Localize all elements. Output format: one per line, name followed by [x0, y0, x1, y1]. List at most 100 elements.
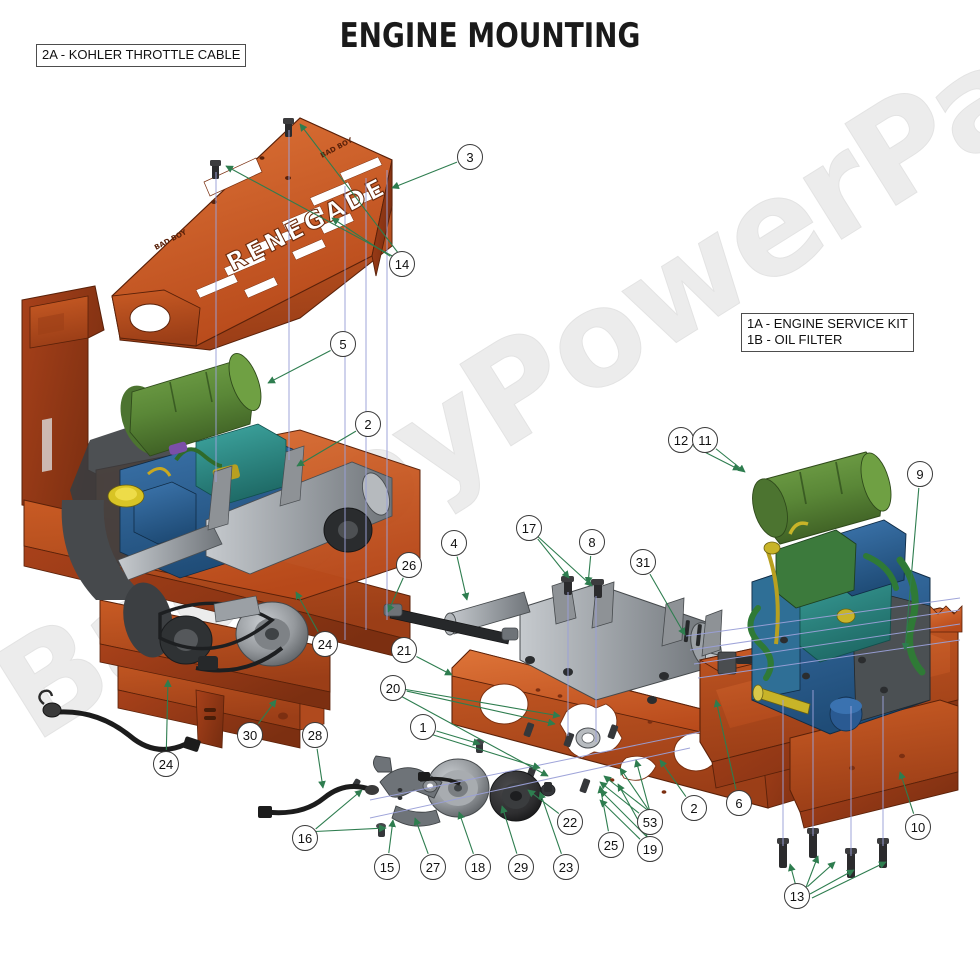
engine-shield-renegade: RENEGADE BAD BOY BAD BOY — [111, 117, 393, 351]
leader-line-13 — [807, 861, 836, 888]
leader-line-21 — [416, 655, 453, 676]
note-box-engine-service-kit: 1A - ENGINE SERVICE KIT 1B - OIL FILTER — [741, 313, 914, 352]
callout-12[interactable]: 12 — [668, 427, 694, 453]
leader-line-30 — [257, 699, 277, 725]
leader-line-27 — [413, 817, 429, 855]
callout-24[interactable]: 24 — [153, 751, 179, 777]
left-belt-pulley-assembly — [123, 507, 373, 673]
callout-label: 28 — [307, 727, 323, 743]
right-engine — [717, 451, 931, 735]
air-filter-canister-left — [120, 353, 262, 457]
callout-label: 26 — [401, 557, 417, 573]
callout-label: 23 — [558, 859, 574, 875]
leader-line-28 — [316, 748, 326, 789]
callout-6[interactable]: 6 — [726, 790, 752, 816]
callout-22[interactable]: 22 — [557, 809, 583, 835]
callout-label: 19 — [642, 841, 658, 857]
note-left-line1: 2A - KOHLER THROTTLE CABLE — [42, 47, 241, 62]
callout-label: 27 — [425, 859, 441, 875]
leader-line-4 — [456, 556, 470, 601]
callout-label: 2 — [364, 416, 372, 432]
callout-label: 9 — [916, 466, 924, 482]
callout-53[interactable]: 53 — [637, 809, 663, 835]
leader-lines-extra — [225, 123, 887, 899]
leader-line-10 — [898, 771, 915, 814]
callout-10[interactable]: 10 — [905, 814, 931, 840]
callout-label: 13 — [789, 888, 805, 904]
leader-line-17 — [537, 538, 570, 579]
leader-line-11 — [715, 448, 746, 473]
callout-label: 21 — [396, 642, 412, 658]
callout-30[interactable]: 30 — [237, 722, 263, 748]
callout-label: 12 — [673, 432, 689, 448]
callout-19[interactable]: 19 — [637, 836, 663, 862]
callout-label: 22 — [562, 814, 578, 830]
callout-label: 53 — [642, 814, 658, 830]
leader-line-2 — [659, 759, 687, 797]
callout-21[interactable]: 21 — [391, 637, 417, 663]
shield-bolts — [210, 118, 294, 179]
callout-1[interactable]: 1 — [410, 714, 436, 740]
callout-5[interactable]: 5 — [330, 331, 356, 357]
callout-23[interactable]: 23 — [553, 854, 579, 880]
leader-line-2 — [296, 430, 357, 467]
center-throttle-cable — [258, 783, 379, 818]
leader-line-20 — [406, 690, 556, 727]
callout-9[interactable]: 9 — [907, 461, 933, 487]
callout-label: 8 — [588, 534, 596, 550]
callout-18[interactable]: 18 — [465, 854, 491, 880]
callout-label: 2 — [690, 800, 698, 816]
leader-line-15 — [388, 819, 396, 854]
callout-15[interactable]: 15 — [374, 854, 400, 880]
left-engine — [61, 353, 301, 600]
callout-17[interactable]: 17 — [516, 515, 542, 541]
callout-28[interactable]: 28 — [302, 722, 328, 748]
callout-label: 14 — [394, 256, 410, 272]
leader-line-24 — [163, 679, 172, 751]
note-box-kohler-throttle-cable: 2A - KOHLER THROTTLE CABLE — [36, 44, 247, 67]
page-title: ENGINE MOUNTING — [339, 16, 641, 56]
callout-29[interactable]: 29 — [508, 854, 534, 880]
leader-line-24 — [295, 591, 319, 633]
callout-label: 5 — [339, 336, 347, 352]
callout-4[interactable]: 4 — [441, 530, 467, 556]
callout-label: 1 — [419, 719, 427, 735]
callout-label: 30 — [242, 727, 258, 743]
callout-label: 10 — [910, 819, 926, 835]
callout-label: 15 — [379, 859, 395, 875]
callout-11[interactable]: 11 — [692, 427, 718, 453]
callout-14[interactable]: 14 — [389, 251, 415, 277]
note-right-line1: 1A - ENGINE SERVICE KIT — [747, 316, 908, 331]
callout-27[interactable]: 27 — [420, 854, 446, 880]
callout-label: 4 — [450, 535, 458, 551]
leader-line-6 — [713, 699, 737, 790]
leader-line-1 — [436, 730, 481, 746]
note-right-line2: 1B - OIL FILTER — [747, 332, 843, 347]
leader-line-26 — [387, 577, 404, 613]
leader-line-18 — [457, 811, 474, 854]
leader-lines — [163, 161, 920, 888]
leader-line-3 — [391, 161, 458, 190]
callout-label: 18 — [470, 859, 486, 875]
callout-31[interactable]: 31 — [630, 549, 656, 575]
callout-26[interactable]: 26 — [396, 552, 422, 578]
leader-line-19 — [599, 799, 641, 840]
clutch-pulley-stack — [351, 739, 556, 837]
callout-label: 24 — [158, 756, 174, 772]
callout-label: 6 — [735, 795, 743, 811]
callout-2[interactable]: 2 — [681, 795, 707, 821]
callout-25[interactable]: 25 — [598, 832, 624, 858]
callout-8[interactable]: 8 — [579, 529, 605, 555]
callout-20[interactable]: 20 — [380, 675, 406, 701]
callout-24[interactable]: 24 — [312, 631, 338, 657]
callout-label: 16 — [297, 830, 313, 846]
callout-16[interactable]: 16 — [292, 825, 318, 851]
callout-label: 25 — [603, 837, 619, 853]
callout-13[interactable]: 13 — [784, 883, 810, 909]
callout-2[interactable]: 2 — [355, 411, 381, 437]
callout-3[interactable]: 3 — [457, 144, 483, 170]
leader-line-22 — [527, 789, 560, 814]
callout-label: 11 — [698, 432, 712, 448]
